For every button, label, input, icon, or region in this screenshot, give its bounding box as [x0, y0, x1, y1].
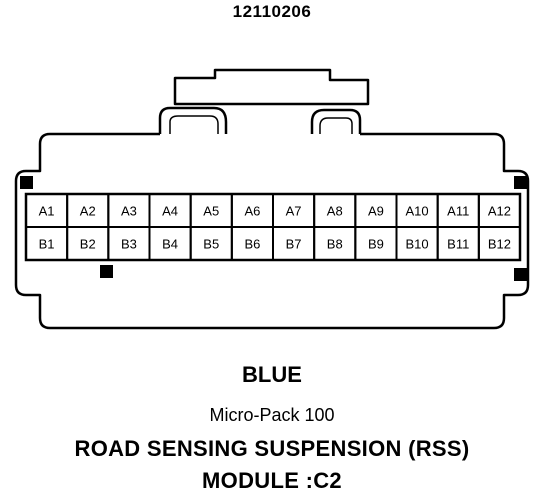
pin-label: A4	[162, 204, 178, 219]
pin-label: B9	[368, 237, 384, 252]
pin-label: B10	[406, 237, 429, 252]
pin-label: B12	[488, 237, 511, 252]
pin-label: A1	[39, 204, 55, 219]
pin-label: A7	[286, 204, 302, 219]
pin-label: A6	[244, 204, 260, 219]
part-number: 12110206	[232, 2, 312, 21]
latch-left	[158, 106, 228, 134]
pin-label: B6	[244, 237, 260, 252]
pin-label: B7	[286, 237, 302, 252]
diagram-title-line1: ROAD SENSING SUSPENSION (RSS)	[74, 436, 470, 461]
pin-label: A3	[121, 204, 137, 219]
key-square	[514, 268, 527, 281]
pin-label: A9	[368, 204, 384, 219]
pin-cavity	[477, 226, 522, 261]
latch-inner-right	[319, 117, 353, 134]
pin-label: A10	[406, 204, 429, 219]
pin-label: B5	[203, 237, 219, 252]
key-square	[514, 176, 527, 189]
pin-label: B2	[80, 237, 96, 252]
pin-label: A5	[203, 204, 219, 219]
pin-label: B11	[447, 237, 469, 252]
key-square	[100, 265, 113, 278]
pin-label: B1	[39, 237, 55, 252]
pin-label: A8	[327, 204, 343, 219]
locking-tab	[173, 68, 370, 106]
latch-inner-left	[169, 115, 219, 134]
key-square	[20, 176, 33, 189]
pin-label: B3	[121, 237, 137, 252]
connector-housing	[14, 132, 530, 330]
pin-label: B8	[327, 237, 343, 252]
pin-label: A2	[80, 204, 96, 219]
diagram-title-line2: MODULE :C2	[202, 468, 342, 493]
pin-label: A11	[447, 204, 469, 219]
latch-right	[310, 108, 362, 134]
connector-color: BLUE	[242, 362, 302, 387]
pin-label: B4	[162, 237, 178, 252]
connector-series: Micro-Pack 100	[209, 405, 335, 425]
pin-label: A12	[488, 204, 511, 219]
